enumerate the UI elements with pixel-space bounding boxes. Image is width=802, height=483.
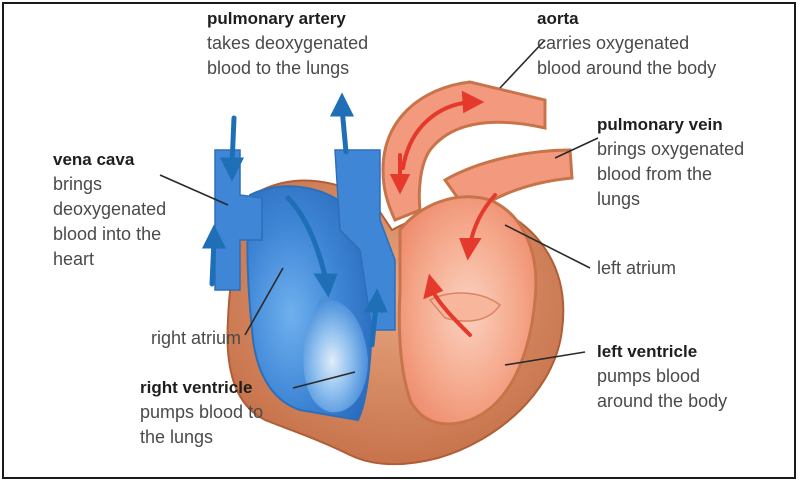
right-atrium-text: right atrium: [151, 326, 241, 351]
label-aorta: aorta carries oxygenated blood around th…: [537, 6, 716, 81]
pulmonary-artery-title: pulmonary artery: [207, 6, 368, 31]
label-left-ventricle: left ventricle pumps blood around the bo…: [597, 339, 727, 414]
label-right-ventricle: right ventricle pumps blood to the lungs: [140, 375, 263, 450]
label-left-atrium: left atrium: [597, 256, 676, 281]
vena-cava-desc-4: heart: [53, 247, 166, 272]
label-right-atrium: right atrium: [151, 326, 241, 351]
pulmonary-vein-desc-3: lungs: [597, 187, 744, 212]
label-pulmonary-vein: pulmonary vein brings oxygenated blood f…: [597, 112, 744, 212]
left-ventricle-desc-1: pumps blood: [597, 364, 727, 389]
aorta-title: aorta: [537, 6, 716, 31]
right-ventricle-title: right ventricle: [140, 375, 263, 400]
aorta-desc-2: blood around the body: [537, 56, 716, 81]
left-ventricle-desc-2: around the body: [597, 389, 727, 414]
leader-pulmonary-vein: [555, 138, 598, 158]
vena-cava-desc-3: blood into the: [53, 222, 166, 247]
left-atrium-text: left atrium: [597, 256, 676, 281]
vena-cava-desc-1: brings: [53, 172, 166, 197]
vena-cava-title: vena cava: [53, 147, 166, 172]
right-ventricle-desc-1: pumps blood to: [140, 400, 263, 425]
pulmonary-vein-desc-1: brings oxygenated: [597, 137, 744, 162]
right-ventricle-desc-2: the lungs: [140, 425, 263, 450]
label-pulmonary-artery: pulmonary artery takes deoxygenated bloo…: [207, 6, 368, 81]
pulmonary-vein-title: pulmonary vein: [597, 112, 744, 137]
vena-cava-desc-2: deoxygenated: [53, 197, 166, 222]
aorta-desc-1: carries oxygenated: [537, 31, 716, 56]
pulmonary-artery-desc-1: takes deoxygenated: [207, 31, 368, 56]
pulmonary-vein-desc-2: blood from the: [597, 162, 744, 187]
label-vena-cava: vena cava brings deoxygenated blood into…: [53, 147, 166, 272]
left-ventricle-title: left ventricle: [597, 339, 727, 364]
pulmonary-artery-desc-2: blood to the lungs: [207, 56, 368, 81]
